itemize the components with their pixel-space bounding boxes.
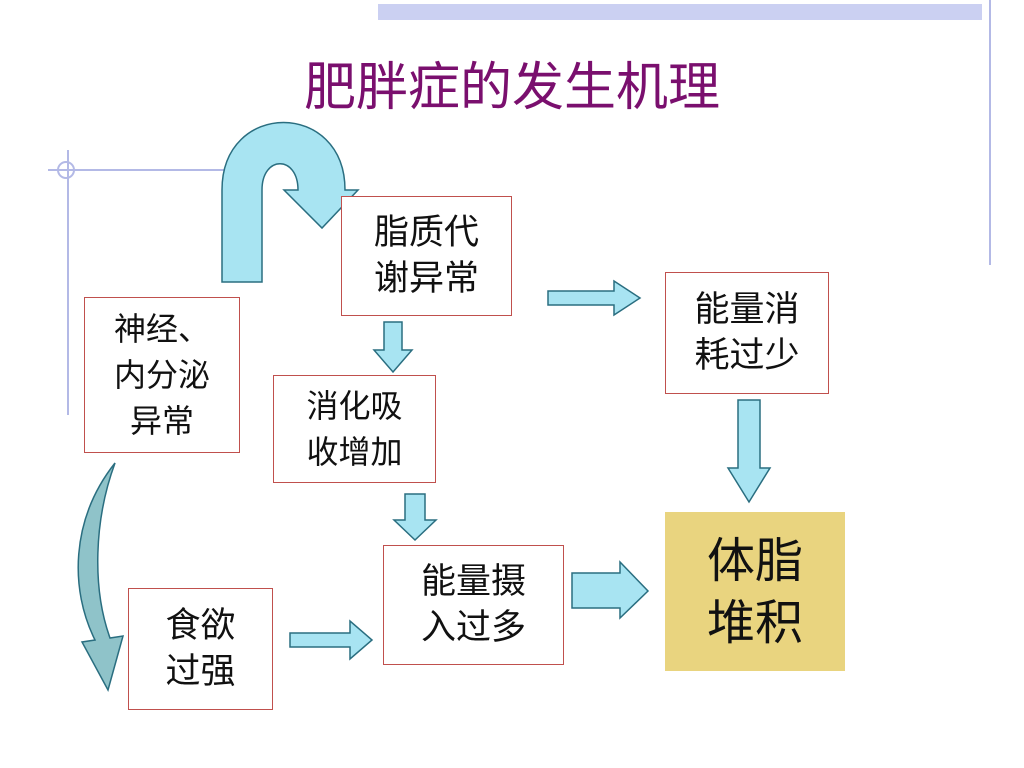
node-intake-label: 能量摄 入过多 [420, 562, 526, 648]
page-title: 肥胖症的发生机理 [303, 58, 720, 118]
node-digest-label: 消化吸 收增加 [306, 387, 403, 471]
arrow-lipid-to-digest [372, 321, 414, 374]
node-appetite: 食欲 过强 [128, 588, 273, 710]
node-expend-label: 能量消 耗过少 [694, 290, 800, 376]
curved-arrow-neuro-to-appetite [77, 462, 125, 692]
node-appetite-label: 食欲 过强 [165, 606, 236, 692]
node-lipid-metabolism: 脂质代 谢异常 [341, 196, 512, 316]
node-accum-label: 体脂 堆积 [706, 532, 803, 651]
node-body-fat-accumulation: 体脂 堆积 [665, 512, 845, 671]
rule-corner-circle [57, 161, 75, 179]
node-neuro-label: 神经、 内分泌 异常 [113, 310, 210, 440]
node-energy-expenditure: 能量消 耗过少 [665, 272, 829, 394]
node-neuro-endocrine: 神经、 内分泌 异常 [84, 297, 240, 453]
arrow-intake-to-accum [571, 560, 650, 620]
top-pattern-bar [378, 4, 982, 20]
arrow-appetite-to-intake [289, 619, 374, 661]
node-digestion-absorption: 消化吸 收增加 [273, 375, 436, 483]
node-energy-intake: 能量摄 入过多 [383, 545, 564, 665]
arrow-expend-to-accum [726, 399, 772, 504]
arrow-lipid-to-expend [547, 279, 642, 317]
curved-arrow-neuro-to-lipid [221, 121, 360, 283]
node-lipid-label: 脂质代 谢异常 [373, 213, 479, 299]
arrow-digest-to-intake [392, 493, 438, 542]
